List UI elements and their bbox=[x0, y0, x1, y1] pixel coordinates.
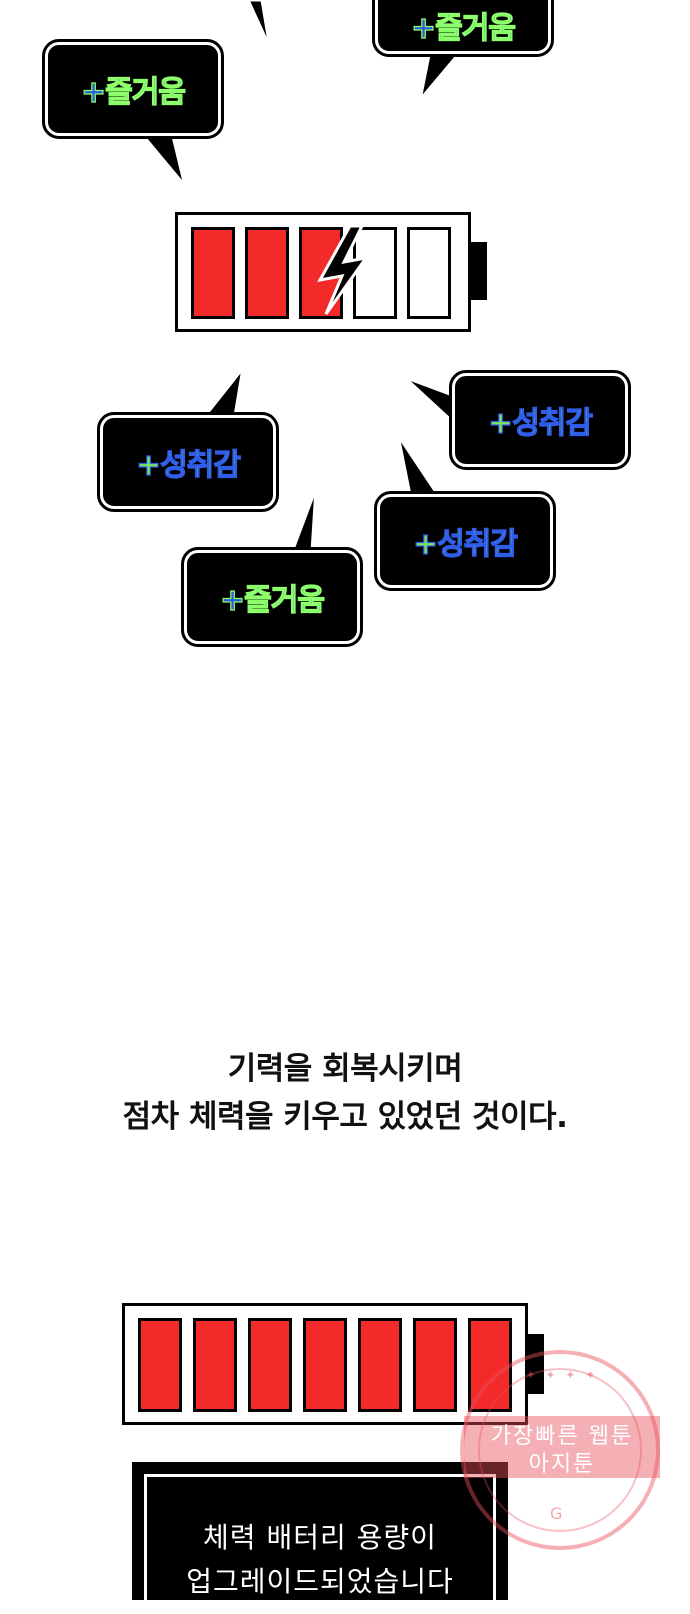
battery-cell bbox=[407, 227, 451, 319]
battery-full bbox=[122, 1303, 528, 1425]
watermark-line-1: 가장빠른 웹툰 bbox=[490, 1424, 634, 1449]
battery-cell bbox=[413, 1318, 457, 1412]
system-message-line-1: 체력 배터리 용량이 bbox=[203, 1521, 437, 1554]
watermark-stamp: ✦ ✦ ✦ ✦ 가장빠른 웹툰 아지툰 G bbox=[460, 1350, 660, 1550]
narration-line-1: 기력을 회복시키며 bbox=[227, 1051, 463, 1087]
battery-cell bbox=[303, 1318, 347, 1412]
watermark-band bbox=[464, 1416, 660, 1478]
watermark-arc-text: ✦ ✦ ✦ ✦ bbox=[525, 1368, 599, 1382]
system-message-frame: 체력 배터리 용량이 업그레이드되었습니다 bbox=[144, 1474, 496, 1614]
battery-cell bbox=[358, 1318, 402, 1412]
speech-bubble-achievement-bottom: +성취감 bbox=[374, 491, 556, 591]
bubble-text-joy: +즐거움 bbox=[80, 74, 186, 110]
speech-bubble-achievement-right: +성취감 bbox=[449, 370, 631, 470]
bubble-text-achievement: +성취감 bbox=[412, 526, 518, 562]
system-message-line-2: 업그레이드되었습니다 bbox=[186, 1565, 454, 1598]
bubble-text-joy: +즐거움 bbox=[219, 582, 325, 618]
speech-bubble-joy-left: +즐거움 bbox=[42, 39, 224, 139]
tail-top-left-partial bbox=[246, 0, 272, 49]
tail-achievement-right-top bbox=[402, 375, 457, 428]
watermark-g-icon: G bbox=[550, 1504, 563, 1523]
tail-achievement-left bbox=[201, 367, 245, 418]
battery-cell bbox=[191, 227, 235, 319]
tail-joy-left bbox=[136, 130, 187, 187]
battery-half-charging bbox=[175, 212, 471, 332]
tail-joy-bottom bbox=[289, 487, 318, 554]
speech-bubble-achievement-left: +성취감 bbox=[97, 412, 279, 512]
watermark-line-2: 아지툰 bbox=[528, 1452, 596, 1477]
tail-top-right bbox=[418, 48, 466, 101]
watermark-inner-ring bbox=[478, 1368, 642, 1532]
battery-cell bbox=[193, 1318, 237, 1412]
tail-achievement-right-bottom bbox=[396, 434, 441, 497]
bubble-text-achievement: +성취감 bbox=[487, 405, 593, 441]
bubble-text-achievement: +성취감 bbox=[135, 447, 241, 483]
battery-cell bbox=[245, 227, 289, 319]
lightning-bolt-icon bbox=[317, 224, 370, 315]
narration-line-2: 점차 체력을 키우고 있었던 것이다. bbox=[122, 1099, 568, 1135]
battery-cell bbox=[248, 1318, 292, 1412]
speech-bubble-joy-top: +즐거움 bbox=[372, 0, 554, 57]
battery-cell bbox=[138, 1318, 182, 1412]
system-message-box: 체력 배터리 용량이 업그레이드되었습니다 bbox=[132, 1462, 508, 1614]
battery-terminal bbox=[471, 242, 487, 300]
speech-bubble-joy-bottom: +즐거움 bbox=[181, 547, 363, 647]
bubble-text-joy: +즐거움 bbox=[410, 10, 516, 46]
